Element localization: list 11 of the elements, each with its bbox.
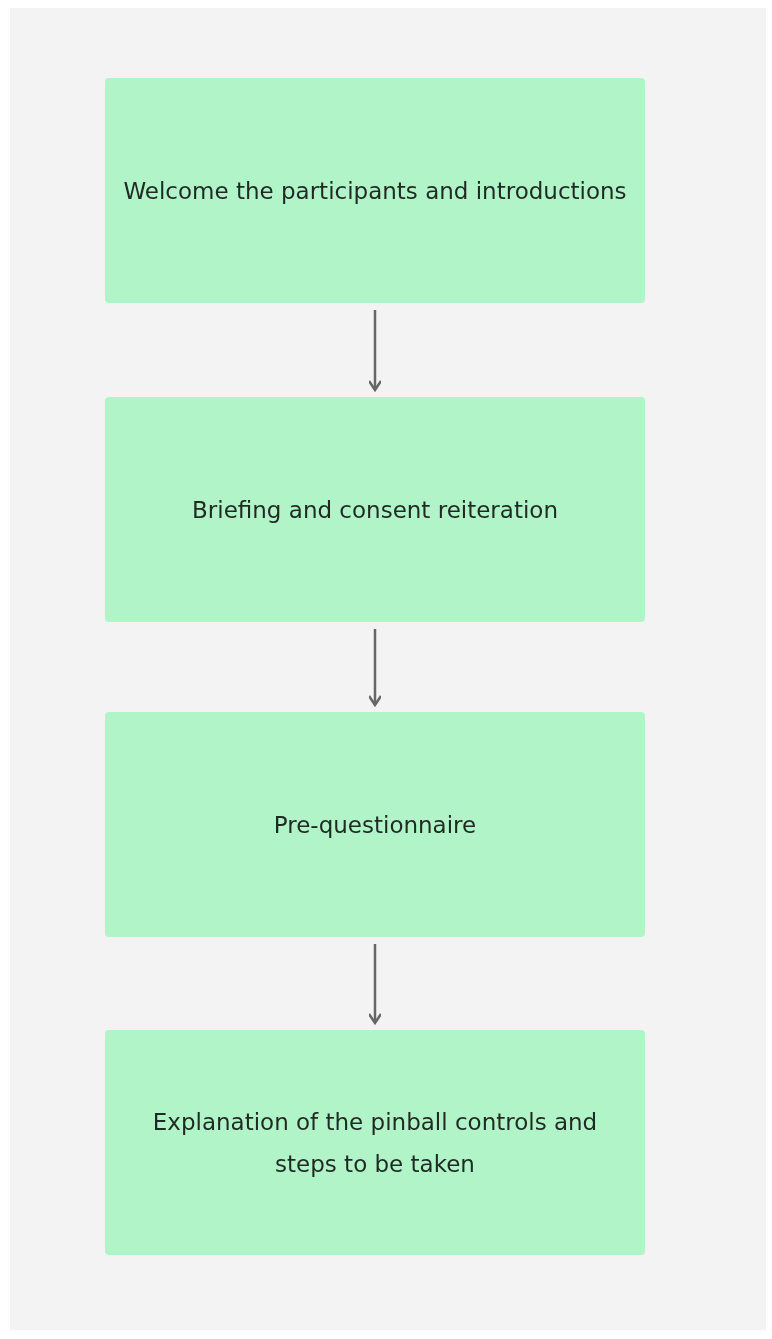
- arrow: [367, 944, 383, 1025]
- step-text: Pre-questionnaire: [273, 810, 477, 840]
- process-box: [105, 78, 645, 303]
- process-box: [105, 1030, 645, 1255]
- step-text: Briefing and consent reiteration: [192, 495, 558, 525]
- arrow: [367, 310, 383, 392]
- arrow: [367, 629, 383, 707]
- step-text: Explanation of the pinball controls and steps to be taken: [151, 1107, 599, 1179]
- process-box: [105, 712, 645, 937]
- process-box: [105, 397, 645, 622]
- step-text: Welcome the participants and introductions: [123, 176, 627, 206]
